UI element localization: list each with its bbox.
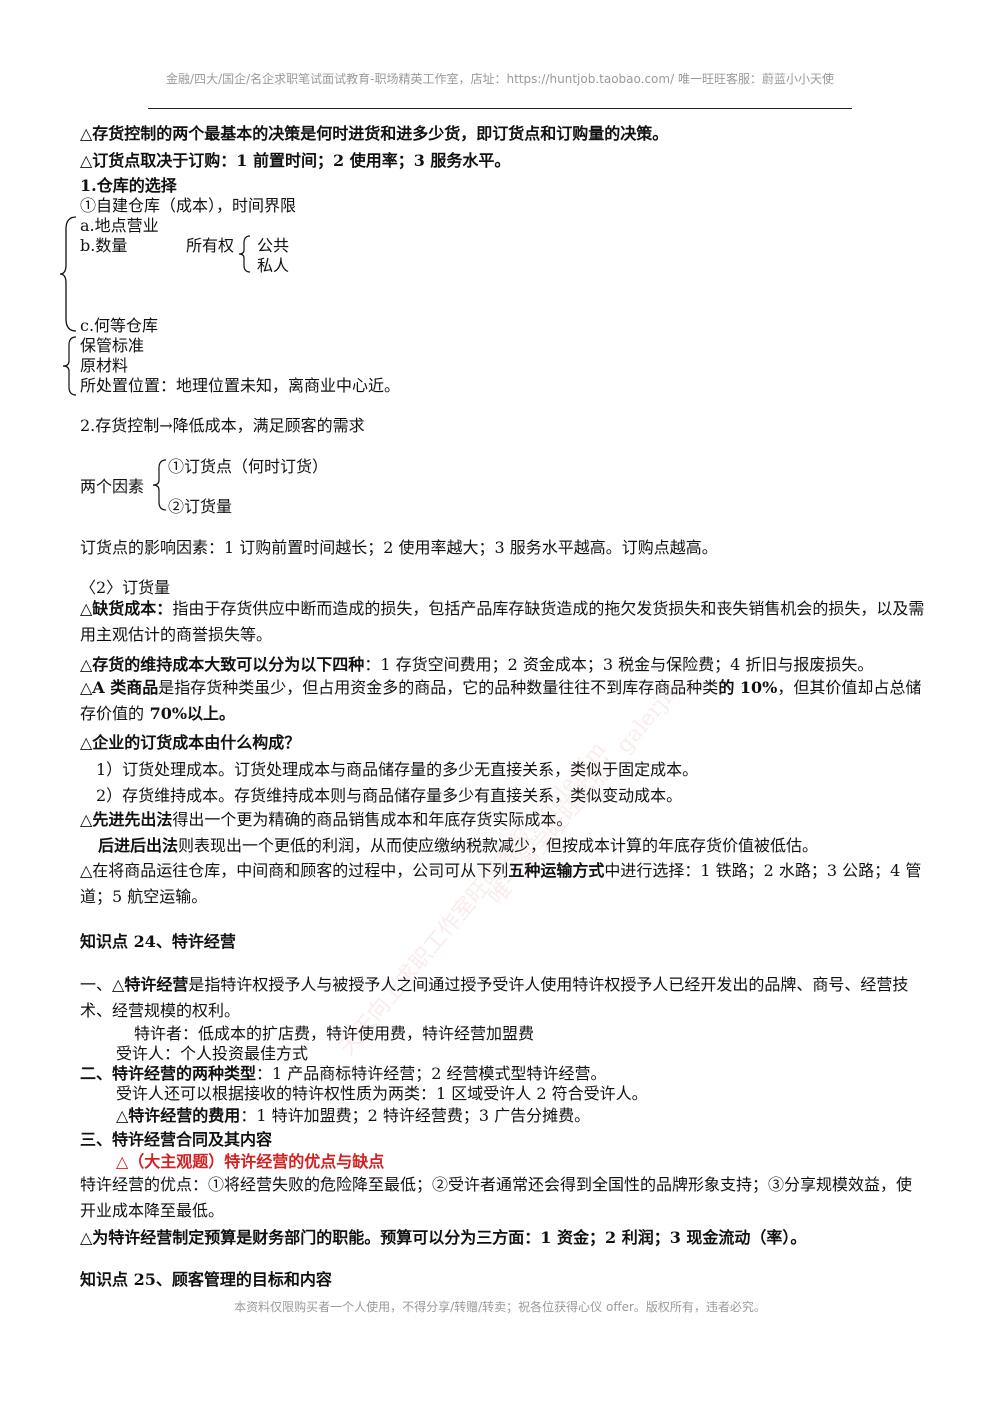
line-franchise-budget: △为特许经营制定预算是财务部门的职能。预算可以分为三方面：1 资金；2 利润；3… [80, 1228, 807, 1247]
text-transport-list: 中进行选择：1 铁路；2 水路；3 公路；4 管道；5 航空运输。 [80, 861, 922, 906]
term-franchise-types: 二、特许经营的两种类型 [80, 1064, 257, 1083]
left-brace-ownership [238, 235, 251, 273]
term-fifo: 先进先出法 [92, 810, 173, 829]
line-location-position: 所处置位置：地理位置未知，离商业中心近。 [80, 376, 401, 395]
term-five-transport: 五种运输方式 [508, 861, 605, 880]
text-a-class: 是指存货种类虽少，但占用资金多的商品，它的品种数量往往不到库存商品种类 [158, 678, 719, 697]
line-pros-cons-heading: △（大主观题）特许经营的优点与缺点 [116, 1152, 385, 1171]
para-franchise-def: 一、△特许经营是指特许权授予人与被授予人之间通过授予受许人使用特许权授予人已经开… [80, 972, 926, 1024]
line-franchisor: 特许者：低成本的扩店费，特许使用费，特许经营加盟费 [134, 1024, 535, 1043]
line-storage-standard: 保管标准 [80, 336, 145, 355]
line-warehouse-type: c.何等仓库 [80, 316, 159, 335]
para-transport: △在将商品运往仓库，中间商和顾客的过程中，公司可从下列五种运输方式中进行选择：1… [80, 858, 926, 910]
line-public: 公共 [257, 236, 290, 255]
line-ownership: 所有权 [186, 236, 235, 255]
text-ten-percent: 的 10% [718, 678, 778, 697]
line-franchise-fees: △特许经营的费用：1 特许加盟费；2 特许经营费；3 广告分摊费。 [116, 1106, 590, 1126]
page-footer: 本资料仅限购买者一个人使用，不得分享/转赠/转卖；祝各位获得心仪 offer。版… [234, 1300, 766, 1314]
line-order-quantity-heading: 〈2〉订货量 [80, 578, 171, 597]
line-franchisee-types: 受许人还可以根据接收的特许权性质为两类：1 区域受许人 2 符合受许人。 [116, 1084, 648, 1103]
text-franchise-def: 是指特许权授予人与被授予人之间通过授予受许人使用特许权授予人已经开发出的品牌、商… [80, 975, 909, 1020]
line-holding-cost-item: 2）存货维持成本。存货维持成本则与商品储存量多少有直接关系，类似变动成本。 [96, 786, 683, 805]
line-fifo: △先进先出法得出一个更为精确的商品销售成本和年底存货实际成本。 [80, 810, 572, 830]
line-inventory-control: 2.存货控制→降低成本，满足顾客的需求 [80, 416, 365, 435]
line-order-cost-question: △企业的订货成本由什么构成？ [80, 733, 301, 752]
section-heading-24: 知识点 24、特许经营 [80, 932, 236, 951]
para-stockout-cost: △缺货成本：指由于存货供应中断而造成的损失，包括产品库存缺货造成的拖欠发货损失和… [80, 596, 926, 648]
text-transport-intro: △在将商品运往仓库，中间商和顾客的过程中，公司可从下列 [80, 861, 509, 880]
page-header: 金融/四大/国企/名企求职笔试面试教育-职场精英工作室，店址：https://h… [166, 72, 834, 86]
para-a-class: △A 类商品是指存货种类虽少，但占用资金多的商品，它的品种数量往往不到库存商品种… [80, 675, 926, 727]
line-raw-material: 原材料 [80, 356, 129, 375]
line-own-warehouse: ①自建仓库（成本），时间界限 [80, 196, 297, 215]
term-holding-cost: △存货的维持成本大致可以分为以下四种 [80, 655, 365, 674]
line-order-point-factors: 订货点的影响因素：1 订购前置时间越长；2 使用率越大；3 服务水平越高。订购点… [80, 538, 718, 557]
text-holding-cost: ：1 存货空间费用；2 资金成本；3 税金与保险费；4 折旧与报废损失。 [364, 655, 874, 674]
text-a-class-value: ，但其价值却占总储存价值的 [80, 678, 922, 723]
line-warehouse-choice: 1.仓库的选择 [80, 176, 177, 195]
line-franchise-types: 二、特许经营的两种类型：1 产品商标特许经营；2 经营模式型特许经营。 [80, 1064, 607, 1084]
line-franchise-contract: 三、特许经营合同及其内容 [80, 1130, 273, 1149]
text-seventy-percent: 70%以上。 [144, 704, 236, 723]
line-inventory-decisions: △存货控制的两个最基本的决策是何时进货和进多少货，即订货点和订购量的决策。 [80, 124, 669, 143]
text-franchise-types: ：1 产品商标特许经营；2 经营模式型特许经营。 [256, 1064, 607, 1083]
line-order-point: △订货点取决于订购：1 前置时间；2 使用率；3 服务水平。 [80, 151, 511, 170]
text-one: 一、 [80, 975, 113, 994]
section-heading-25: 知识点 25、顾客管理的目标和内容 [80, 1270, 332, 1289]
term-a-class: △A 类商品 [80, 678, 159, 697]
text-franchise-fees: ：1 特许加盟费；2 特许经营费；3 广告分摊费。 [240, 1106, 591, 1125]
term-franchise-fees: △特许经营的费用 [116, 1106, 241, 1125]
left-brace-factors [152, 459, 167, 511]
line-two-factors: 两个因素 [80, 477, 145, 496]
line-location: a.地点营业 [80, 216, 159, 235]
header-rule [148, 108, 852, 109]
term-franchise: △特许经营 [112, 975, 189, 994]
line-franchisee: 受许人：个人投资最佳方式 [116, 1044, 309, 1063]
text-lifo: 则表现出一个更低的利润，从而使应缴纳税款减少，但按成本计算的年底存货价值被低估。 [178, 836, 819, 855]
para-franchise-advantages: 特许经营的优点：①将经营失败的危险降至最低；②受许者通常还会得到全国性的品牌形象… [80, 1175, 913, 1220]
line-order-processing-cost: 1）订货处理成本。订货处理成本与商品储存量的多少无直接关系，类似于固定成本。 [96, 760, 699, 779]
text-triangle: △ [80, 810, 93, 829]
para-holding-cost: △存货的维持成本大致可以分为以下四种：1 存货空间费用；2 资金成本；3 税金与… [80, 655, 873, 675]
line-order-quantity: ②订货量 [168, 497, 233, 516]
line-quantity: b.数量 [80, 236, 128, 255]
term-stockout-cost: △缺货成本： [80, 599, 173, 618]
text-stockout-cost: 指由于存货供应中断而造成的损失，包括产品库存缺货造成的拖欠发货损失和丧失销售机会… [80, 599, 925, 644]
line-lifo: 后进后出法则表现出一个更低的利润，从而使应缴纳税款减少，但按成本计算的年底存货价… [98, 836, 818, 856]
line-private: 私人 [257, 256, 290, 275]
text-fifo: 得出一个更为精确的商品销售成本和年底存货实际成本。 [172, 810, 573, 829]
left-brace-storage [62, 336, 77, 396]
line-order-point-when: ①订货点（何时订货） [168, 457, 329, 476]
left-brace-large [59, 216, 77, 332]
term-lifo: 后进后出法 [98, 836, 179, 855]
